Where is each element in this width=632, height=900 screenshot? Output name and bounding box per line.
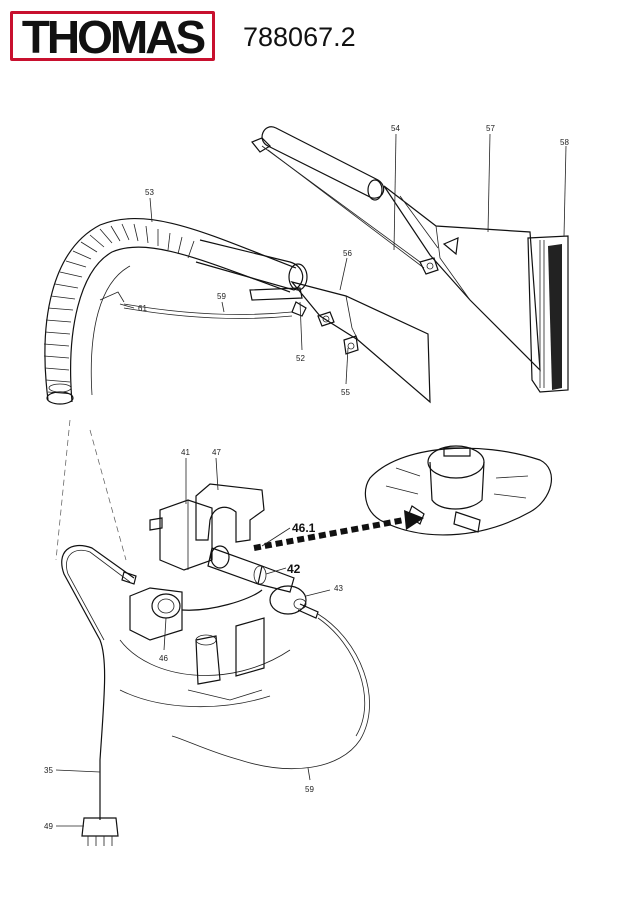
callout-53: 53: [145, 188, 154, 197]
callout-52: 52: [296, 354, 305, 363]
callout-46-1: 46.1: [292, 521, 316, 535]
callout-58: 58: [560, 138, 569, 147]
callout-42: 42: [287, 562, 301, 576]
callout-49: 49: [44, 822, 53, 831]
connection-guide-line: [55, 419, 71, 561]
small-upholstery-nozzle: [123, 280, 431, 404]
callout-61: 61: [138, 304, 147, 313]
brand-logo-text: THOMAS: [21, 11, 206, 63]
water-line-lower: [171, 613, 370, 769]
callout-46: 46: [159, 654, 168, 663]
callout-56: 56: [343, 249, 352, 258]
pump-mounting-plate: [364, 445, 552, 536]
assembly-arrow: [253, 510, 424, 551]
suction-hose: [43, 218, 308, 405]
leader-lines: [55, 133, 567, 827]
callout-59-lower: 59: [305, 785, 314, 794]
upholstery-nozzle-assembly: [251, 126, 569, 393]
callout-55: 55: [341, 388, 350, 397]
power-plug: [81, 817, 119, 846]
pump-assembly: [119, 483, 319, 708]
callout-54: 54: [391, 124, 400, 133]
part-number: 788067.2: [243, 22, 356, 52]
power-cable: [61, 544, 137, 820]
callout-35: 35: [44, 766, 53, 775]
callout-47: 47: [212, 448, 221, 457]
brand-logo: THOMAS: [10, 11, 215, 61]
callout-41: 41: [181, 448, 190, 457]
callout-43: 43: [334, 584, 343, 593]
callout-57: 57: [486, 124, 495, 133]
callout-59-upper: 59: [217, 292, 226, 301]
